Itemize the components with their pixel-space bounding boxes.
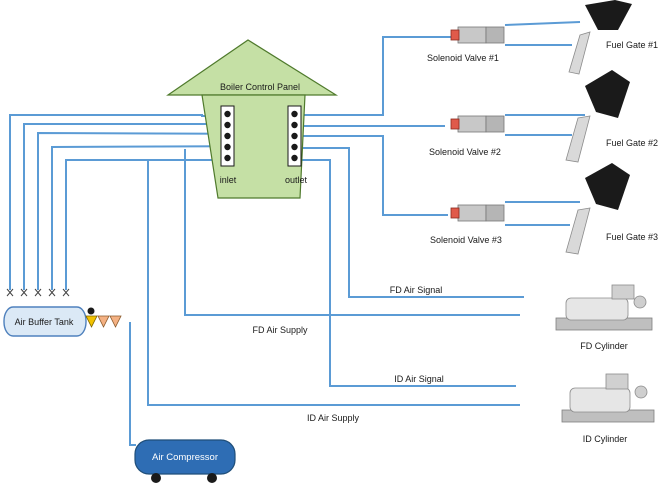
gate-cylinder [568, 31, 591, 75]
gate1-label: Fuel Gate #1 [606, 40, 658, 50]
valve-actuator [450, 118, 460, 130]
outlet-label: outlet [285, 175, 308, 185]
boiler-control-panel: Boiler Control Panel inlet outlet [166, 39, 339, 199]
panel-title: Boiler Control Panel [220, 82, 300, 92]
pipe-outlet-valve3 [300, 135, 448, 216]
tank-valve-icon [62, 288, 70, 297]
fuel-gate-2: Fuel Gate #2 [565, 70, 658, 163]
inlet-label: inlet [220, 175, 237, 185]
compressor-wheel [207, 473, 217, 483]
valve3-label: Solenoid Valve #3 [430, 235, 502, 245]
air-buffer-tank: Air Buffer Tank [3, 288, 122, 337]
gate2-label: Fuel Gate #2 [606, 138, 658, 148]
inlet-port [224, 154, 231, 162]
compressor-body [134, 439, 236, 475]
outlet-port [291, 132, 298, 140]
pipe-id-supply [147, 160, 520, 406]
pipe-fd-supply [184, 149, 520, 316]
pipe-id-signal [300, 159, 516, 387]
gate-cylinder [565, 115, 591, 163]
pipe-fd-signal [300, 147, 524, 298]
id-cylinder-label: ID Cylinder [583, 434, 628, 444]
pipe-valve1-gate1-a [504, 21, 581, 26]
outlet-ports [291, 110, 298, 162]
cylinder-valve [611, 284, 635, 300]
outlet-port [291, 121, 298, 129]
gate-actuator-head [585, 163, 630, 210]
cylinder-fitting [633, 295, 647, 309]
inlet-ports [224, 110, 231, 162]
tank-body [3, 306, 87, 337]
pipe-inlet-3 [37, 131, 283, 290]
valve-block [485, 204, 505, 222]
gate3-label: Fuel Gate #3 [606, 232, 658, 242]
solenoid-valve-3: Solenoid Valve #3 [430, 204, 505, 245]
valve-actuator [450, 207, 460, 219]
gate-actuator-head [585, 70, 630, 118]
fd-cylinder: FD Cylinder [555, 284, 653, 351]
tank-valve-icon [34, 288, 42, 297]
inlet-port [224, 110, 231, 118]
outlet-port [291, 110, 298, 118]
valve2-label: Solenoid Valve #2 [429, 147, 501, 157]
valve-actuator [450, 29, 460, 41]
fuel-gate-1: Fuel Gate #1 [568, 0, 658, 75]
air-compressor: Air Compressor [134, 439, 236, 483]
regulator-orange-icon [97, 315, 110, 328]
gate-cylinder [565, 207, 591, 255]
pipe-inlet-4 [51, 145, 283, 290]
tank-valve-icon [48, 288, 56, 297]
tank-valves [6, 288, 70, 297]
cylinder-fitting [634, 385, 648, 399]
air-pipes [9, 21, 585, 446]
cylinder-barrel [569, 387, 631, 413]
id-signal-label: ID Air Signal [394, 374, 444, 384]
valve-block [457, 115, 487, 133]
valve-block [485, 115, 505, 133]
valve1-label: Solenoid Valve #1 [427, 53, 499, 63]
fd-supply-label: FD Air Supply [252, 325, 308, 335]
cylinder-barrel [565, 297, 629, 321]
id-cylinder: ID Cylinder [561, 373, 655, 444]
pipe-outlet-valve1 [300, 36, 452, 116]
regulator-orange-icon [109, 315, 122, 328]
solenoid-valve-1: Solenoid Valve #1 [427, 26, 505, 63]
pipe-compressor [129, 322, 136, 446]
compressor-label: Air Compressor [152, 452, 218, 463]
tank-valve-icon [6, 288, 14, 297]
outlet-port [291, 143, 298, 151]
pressure-gauge-icon [87, 307, 95, 315]
solenoid-valve-2: Solenoid Valve #2 [429, 115, 505, 157]
tank-label: Air Buffer Tank [15, 317, 74, 327]
outlet-port [291, 154, 298, 162]
fd-cylinder-label: FD Cylinder [580, 341, 628, 351]
cylinder-valve [605, 373, 629, 390]
inlet-port [224, 143, 231, 151]
tank-valve-icon [20, 288, 28, 297]
gate-actuator-head [585, 0, 632, 30]
compressor-wheel [151, 473, 161, 483]
id-supply-label: ID Air Supply [307, 413, 360, 423]
fd-signal-label: FD Air Signal [390, 285, 443, 295]
inlet-port [224, 121, 231, 129]
inlet-port [224, 132, 231, 140]
valve-block [457, 26, 487, 44]
valve-block [457, 204, 487, 222]
regulator-yellow-icon [85, 315, 98, 328]
fuel-gate-3: Fuel Gate #3 [565, 163, 658, 255]
valve-block [485, 26, 505, 44]
